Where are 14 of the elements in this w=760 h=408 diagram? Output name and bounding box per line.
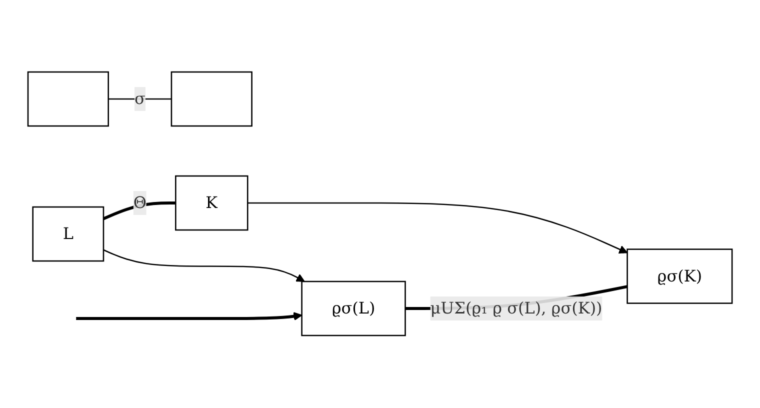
arrow [76,312,302,321]
connector [108,98,172,100]
edge-label: Θ [133,193,146,212]
connector [102,202,176,220]
arrow [248,202,628,254]
node-box [27,72,109,127]
node-box: K [174,176,248,231]
node-box: L [32,206,104,262]
node-box: ϱσ(K) [626,248,733,304]
node-box [170,72,252,127]
edge-label: σ [134,89,146,108]
edge-label: μUΣ(ϱ₁ ϱ σ(L), ϱσ(K)) [430,298,602,318]
arrow [103,250,305,282]
node-box: ϱσ(L) [301,281,406,336]
